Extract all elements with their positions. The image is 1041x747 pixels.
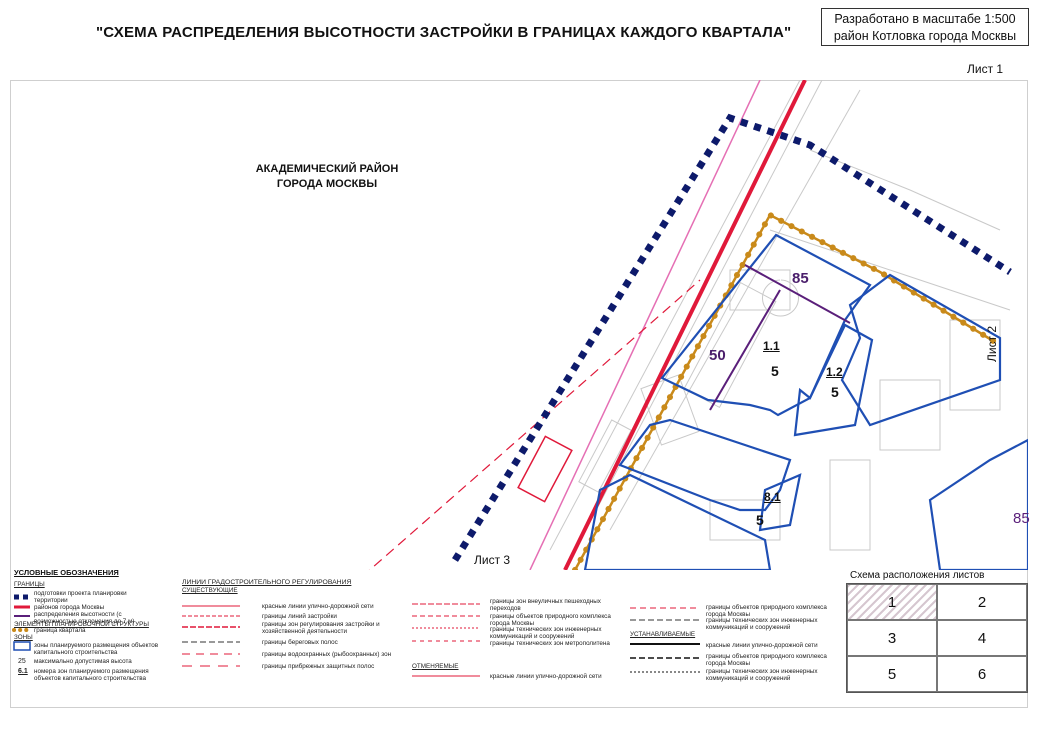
legend-item-z2: максимально допустимая высота — [34, 658, 132, 665]
sheet-cell-6[interactable]: 6 — [937, 656, 1027, 692]
dashed-red-line — [368, 279, 701, 570]
district-name: АКАДЕМИЧЕСКИЙ РАЙОН ГОРОДА МОСКВЫ — [232, 162, 422, 192]
legend-zones-heading: ЗОНЫ — [14, 634, 33, 641]
legend-heading: УСЛОВНЫЕ ОБОЗНАЧЕНИЯ — [14, 568, 119, 577]
zone-lower-polygon — [583, 473, 772, 570]
legend-item-r4: границы объектов природного комплекса го… — [706, 653, 827, 667]
sheet-label-1: Лист 1 — [967, 62, 1004, 76]
legend-item-l1: красные линии улично-дорожной сети — [262, 603, 374, 610]
legend-item-r2: границы технических зон инженерных комму… — [706, 617, 818, 631]
legend-item-b1: подготовки проекта планировки территории — [34, 590, 127, 604]
zone-code-1-1: 1.1 — [763, 339, 780, 353]
legend-item-r1: границы объектов природного комплекса го… — [706, 604, 827, 618]
legend-item-r5: границы технических зон инженерных комму… — [706, 668, 818, 682]
zone-1-1-polygon — [660, 233, 872, 417]
sheet-layout-grid: 1 2 3 4 5 6 — [846, 583, 1028, 693]
height-split-lines — [709, 264, 851, 411]
legend-item-m1: границы зон внеуличных пешеходных перехо… — [490, 598, 601, 612]
legend-item-e1: граница квартала — [34, 627, 86, 634]
scale-info-box: Разработано в масштабе 1:500 район Котло… — [821, 8, 1029, 46]
sheet-cell-5[interactable]: 5 — [847, 656, 937, 692]
legend-lines-heading: ЛИНИИ ГРАДОСТРОИТЕЛЬНОГО РЕГУЛИРОВАНИЯ — [182, 579, 352, 586]
legend-symbols — [12, 594, 700, 677]
legend-item-z3: номера зон планируемого размещения объек… — [34, 668, 149, 682]
zone-code-1-2: 1.2 — [826, 365, 843, 379]
legend-z3-value: 6.1 — [18, 668, 28, 675]
legend-cancelled-heading: ОТМЕНЯЕМЫЕ — [412, 663, 459, 670]
sheet-cell-4[interactable]: 4 — [937, 620, 1027, 656]
map-canvas — [368, 80, 1028, 570]
legend-item-z1: зоны планируемого размещения объектов ка… — [34, 642, 159, 656]
zone-8-1-height: 5 — [756, 512, 764, 528]
legend-item-l5: границы водоохранных (рыбоохранных) зон — [262, 651, 392, 658]
sheet-label-2: Лист 2 — [985, 325, 999, 362]
pink-boundary-line — [529, 80, 761, 570]
project-border — [452, 113, 1012, 562]
sheet-cell-1[interactable]: 1 — [847, 584, 937, 620]
legend-item-m5: красные линии улично-дорожной сети — [490, 673, 602, 680]
red-rect-object — [517, 435, 573, 503]
legend-item-l2: границы линий застройки — [262, 613, 337, 620]
zone-1-1-height-85: 85 — [792, 270, 809, 287]
district-line-1: АКАДЕМИЧЕСКИЙ РАЙОН — [255, 163, 399, 175]
legend: УСЛОВНЫЕ ОБОЗНАЧЕНИЯ ГРАНИЦЫ подготовки … — [10, 568, 840, 708]
scale-line: Разработано в масштабе 1:500 — [834, 12, 1016, 26]
zone-1-2-polygon — [793, 323, 874, 437]
district-line: район Котловка города Москвы — [833, 29, 1017, 43]
map-frame — [10, 80, 1028, 708]
legend-item-b2: районов города Москвы — [34, 604, 105, 611]
sheet-layout-scheme: Схема расположения листов 1 2 3 4 5 6 — [846, 570, 1028, 693]
zone-height-85-right: 85 — [1013, 510, 1030, 527]
legend-item-l6: границы прибрежных защитных полос — [262, 663, 375, 670]
zone-code-8-1: 8.1 — [764, 490, 781, 504]
sheet-cell-2[interactable]: 2 — [937, 584, 1027, 620]
sheet-layout-title: Схема расположения листов — [850, 570, 985, 581]
legend-item-m3: границы технических зон инженерных комму… — [490, 626, 602, 640]
sheet-cell-3[interactable]: 3 — [847, 620, 937, 656]
legend-item-l4: границы береговых полос — [262, 639, 338, 646]
base-map-lines — [549, 80, 1011, 561]
sheet-label-3: Лист 3 — [474, 553, 511, 567]
legend-elements-heading: ЭЛЕМЕНТЫ ПЛАНИРОВОЧНОЙ СТРУКТУРЫ — [14, 621, 149, 628]
legend-item-r3: красные линии улично-дорожной сети — [706, 642, 818, 649]
quarter-border-dots — [572, 210, 998, 570]
district-line-2: ГОРОДА МОСКВЫ — [276, 178, 378, 190]
legend-item-m4: границы технических зон метрополитена — [490, 640, 610, 647]
zone-1-1-height-5: 5 — [771, 363, 779, 379]
legend-existing-heading: СУЩЕСТВУЮЩИЕ — [182, 587, 238, 594]
zone-8-1-outer-polygon — [618, 418, 792, 512]
legend-item-m2: границы объектов природного комплекса го… — [490, 613, 611, 627]
zone-1-1-height-50: 50 — [709, 347, 726, 364]
map-title: "СХЕМА РАСПРЕДЕЛЕНИЯ ВЫСОТНОСТИ ЗАСТРОЙК… — [96, 24, 792, 41]
legend-item-b3: распределения высотности (с возможностью… — [34, 611, 135, 625]
zone-85-polygon — [928, 438, 1028, 570]
legend-borders-heading: ГРАНИЦЫ — [14, 581, 45, 588]
zone-1-2-height: 5 — [831, 384, 839, 400]
zone-8-1-polygon — [758, 473, 802, 532]
zone-neighbor-polygon — [840, 273, 1002, 427]
legend-z2-value: 25 — [18, 658, 26, 665]
legend-item-l3: границы зон регулирования застройки и хо… — [262, 621, 380, 635]
legend-established-heading: УСТАНАВЛИВАЕМЫЕ — [630, 631, 696, 638]
zone-borders — [583, 233, 1028, 570]
